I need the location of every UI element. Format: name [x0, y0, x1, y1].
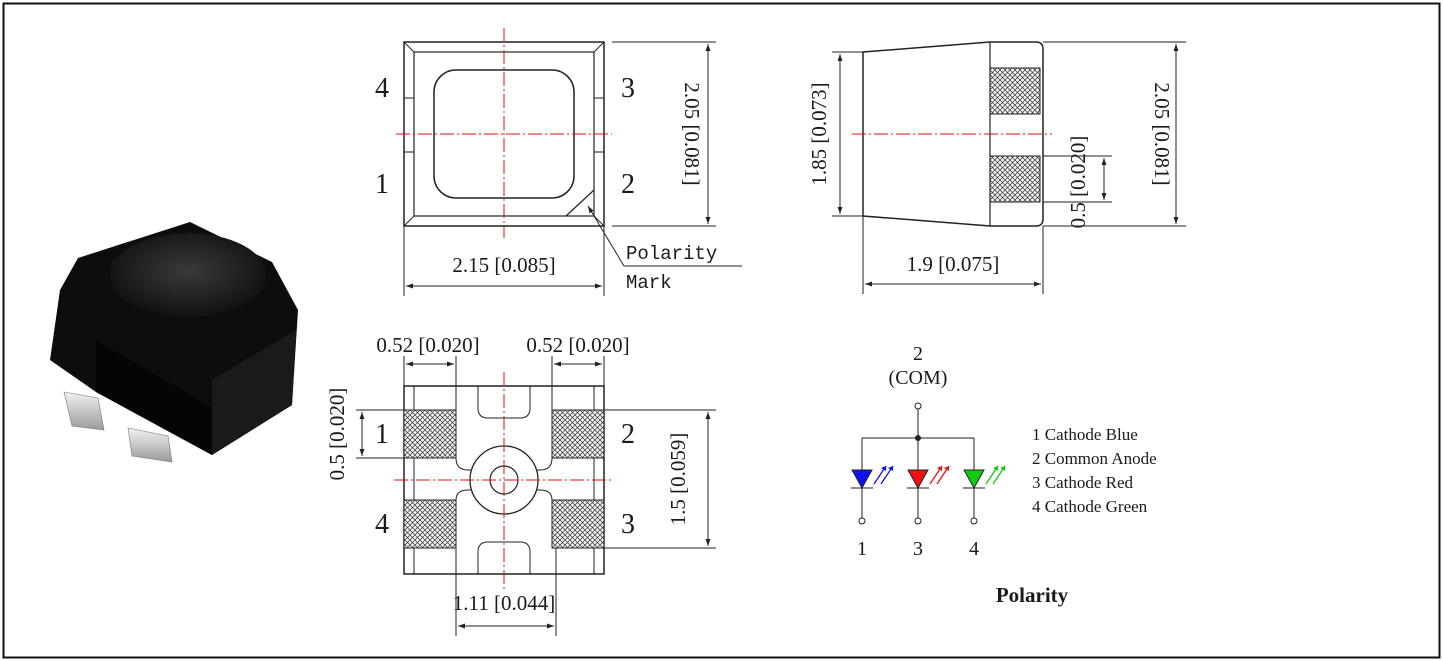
- led-red: [907, 438, 950, 525]
- bottom-pad-4: [403, 499, 457, 549]
- bottom-pad-1: [403, 409, 457, 459]
- bottom-pad-width-right-dim: 0.52 [0.020]: [526, 333, 629, 357]
- bottom-pin-4: 4: [375, 509, 389, 540]
- bottom-pin-3: 3: [621, 509, 635, 540]
- side-width-dim: 1.9 [0.075]: [907, 252, 1000, 276]
- side-height-dim: 1.85 [0.073]: [807, 82, 831, 185]
- legend-item-2: 2 Common Anode: [1032, 449, 1157, 468]
- bottom-horizontal-pitch-dim: 1.11 [0.044]: [453, 591, 555, 615]
- bottom-pad-width-left-dim: 0.52 [0.020]: [376, 333, 479, 357]
- front-view: 4 1 3 2 2.15 [0.085] 2.05 [0.081] Polari…: [375, 28, 742, 296]
- bottom-vertical-pitch-dim: 1.5 [0.059]: [666, 433, 690, 526]
- bottom-pad-3: [551, 499, 605, 549]
- side-pad-dim: 0.5 [0.020]: [1066, 136, 1090, 229]
- polarity-mark-label-2: Mark: [626, 272, 672, 294]
- front-pin-4: 4: [375, 73, 389, 104]
- led-green: [963, 438, 1006, 525]
- schematic-pin-1: 1: [857, 538, 867, 560]
- legend-item-3: 3 Cathode Red: [1032, 473, 1134, 492]
- legend-item-1: 1 Cathode Blue: [1032, 425, 1138, 444]
- bottom-pad-2: [551, 409, 605, 459]
- polarity-schematic: 2 (COM): [851, 343, 1157, 607]
- front-pin-3: 3: [621, 73, 635, 104]
- package-3d-photo: [50, 222, 298, 463]
- side-pad-top: [989, 67, 1041, 115]
- schematic-common-pin: 2: [913, 343, 923, 365]
- bottom-pin-1: 1: [375, 419, 389, 450]
- side-outline: [862, 41, 1044, 227]
- polarity-mark-label-1: Polarity: [626, 243, 717, 265]
- led-blue: [851, 438, 894, 525]
- schematic-common-label: (COM): [889, 367, 948, 389]
- legend-item-4: 4 Cathode Green: [1032, 497, 1148, 516]
- side-view: 1.85 [0.073] 0.5 [0.020] 2.05 [0.081] 1.…: [807, 41, 1186, 294]
- schematic-pin-3: 3: [913, 538, 923, 560]
- side-pad-bottom: [989, 155, 1041, 203]
- front-width-dim: 2.15 [0.085]: [452, 253, 555, 277]
- front-height-dim: 2.05 [0.081]: [680, 82, 704, 185]
- polarity-chamfer: [565, 189, 595, 217]
- bottom-view: 1 2 4 3 0.52 [0.020] 0.52 [0.020] 0.5 [0…: [325, 333, 716, 636]
- bottom-pad-height-dim: 0.5 [0.020]: [325, 388, 349, 481]
- bottom-pin-2: 2: [621, 419, 635, 450]
- polarity-title: Polarity: [996, 583, 1069, 607]
- front-pin-2: 2: [621, 169, 635, 200]
- front-pin-1: 1: [375, 169, 389, 200]
- schematic-pin-4: 4: [969, 538, 979, 560]
- side-total-height-dim: 2.05 [0.081]: [1150, 82, 1174, 185]
